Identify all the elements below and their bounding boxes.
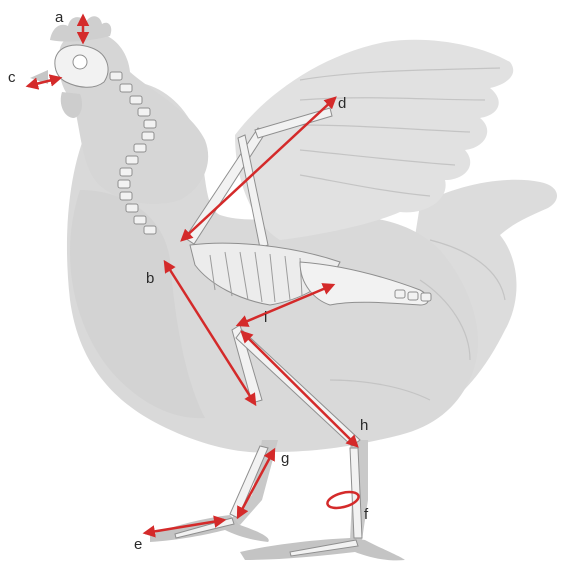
label-h: h [360,417,368,434]
label-i: i [264,309,267,326]
label-f: f [364,506,369,523]
label-e: e [134,536,142,553]
wattle [61,92,82,118]
label-g: g [281,450,289,467]
label-c: c [8,69,16,86]
skull-orbit [73,55,87,69]
label-d: d [338,95,346,112]
label-b: b [146,270,154,287]
label-a: a [55,9,64,26]
